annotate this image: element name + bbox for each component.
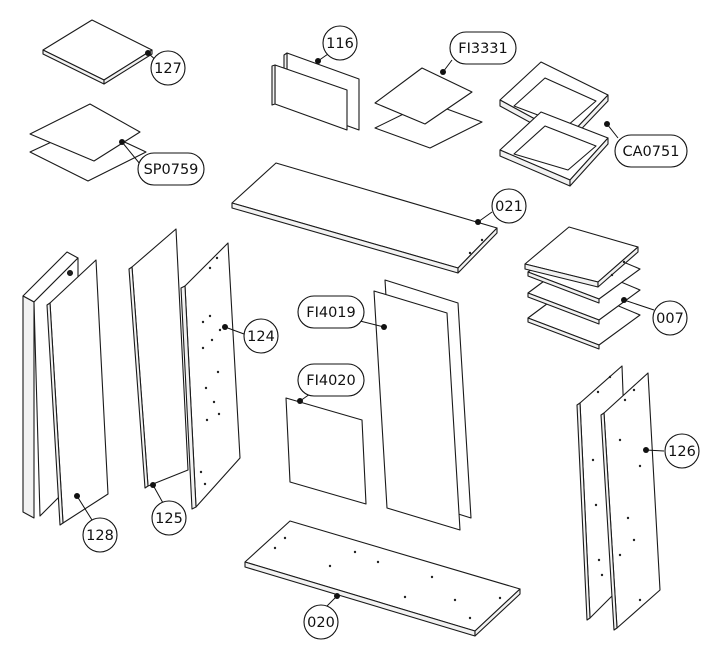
part-116-panels xyxy=(271,52,360,131)
callout-125: 125 xyxy=(150,482,187,536)
callout-sp0759: SP0759 xyxy=(119,139,205,186)
label-sp0759: SP0759 xyxy=(144,162,199,178)
callout-020: 020 xyxy=(303,593,340,640)
part-fi4019-panels xyxy=(373,279,472,531)
label-128: 128 xyxy=(86,528,114,544)
callout-007: 007 xyxy=(621,297,688,336)
label-007: 007 xyxy=(656,311,684,327)
part-ca0751-drawers xyxy=(499,61,609,187)
callout-fi4020: FI4020 xyxy=(297,363,365,404)
callout-fi4019: FI4019 xyxy=(297,295,387,330)
part-fi3331-sheets xyxy=(374,67,483,149)
label-fi3331: FI3331 xyxy=(458,41,508,57)
part-007-shelves xyxy=(524,226,641,350)
callout-124: 124 xyxy=(222,318,279,354)
callout-126: 126 xyxy=(643,433,700,469)
label-ca0751: CA0751 xyxy=(623,144,680,160)
callout-128: 128 xyxy=(74,493,118,553)
callout-ca0751: CA0751 xyxy=(604,121,688,168)
part-fi4020-panel xyxy=(285,397,367,505)
part-124-divider-panel xyxy=(180,242,241,510)
label-124: 124 xyxy=(247,329,275,345)
part-021-top-board xyxy=(231,162,498,274)
callout-021: 021 xyxy=(475,188,527,225)
label-fi4019: FI4019 xyxy=(306,305,356,321)
label-021: 021 xyxy=(495,199,523,215)
part-126-side-panels xyxy=(576,365,661,631)
label-fi4020: FI4020 xyxy=(306,373,356,389)
part-020-bottom-board xyxy=(244,520,521,637)
callout-116: 116 xyxy=(315,25,358,64)
part-125-side-panel xyxy=(128,228,189,489)
label-127: 127 xyxy=(154,61,182,77)
label-116: 116 xyxy=(326,36,354,52)
label-020: 020 xyxy=(307,615,335,631)
callout-fi3331: FI3331 xyxy=(440,31,517,75)
callout-127: 127 xyxy=(145,50,186,86)
label-125: 125 xyxy=(155,511,183,527)
part-127-shelf xyxy=(42,19,153,85)
part-128-doors xyxy=(22,251,109,526)
part-sp0759-sheets xyxy=(29,103,147,182)
label-126: 126 xyxy=(668,444,696,460)
